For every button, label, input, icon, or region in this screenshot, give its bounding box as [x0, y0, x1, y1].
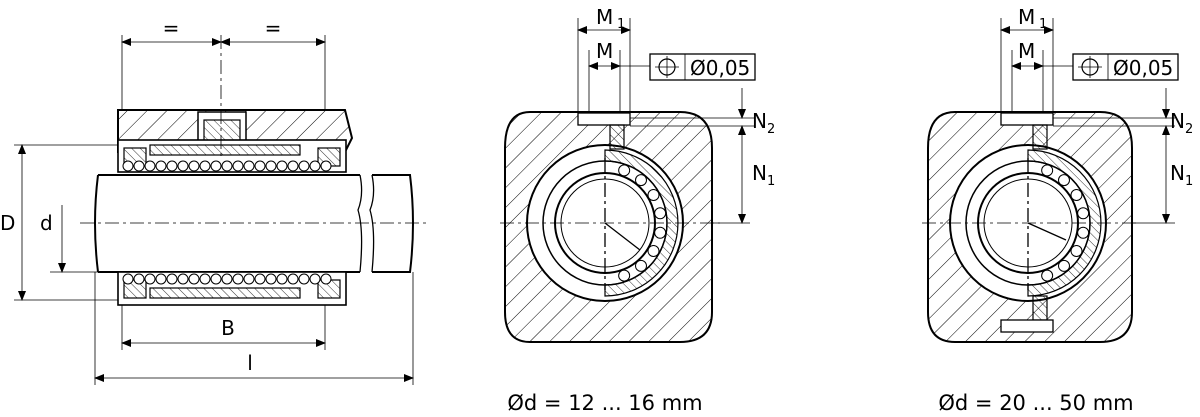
locking-screw-small: [609, 124, 625, 150]
bearing-ball: [133, 160, 145, 172]
bearing-ball: [309, 273, 321, 285]
N1-label-small: N: [752, 161, 767, 185]
bearing-ball: [276, 160, 288, 172]
M1-sub-small: 1: [617, 17, 625, 32]
ball-retainer-upper: [149, 144, 301, 156]
M-label-small: M: [596, 39, 613, 63]
l-label: l: [247, 351, 253, 375]
lube-port-small: [577, 112, 631, 126]
D-label: D: [0, 211, 15, 235]
locking-screw-large-top: [1032, 124, 1048, 150]
bearing-ball: [221, 160, 233, 172]
bearing-ball: [265, 273, 277, 285]
ball-row-upper: [122, 160, 332, 172]
caption-large: Ød = 20 ... 50 mm: [938, 391, 1133, 415]
side-section-view: = = D d B l: [0, 16, 430, 385]
lube-port-large-bottom: [1000, 319, 1054, 333]
bearing-ball: [254, 273, 266, 285]
bearing-ball: [618, 269, 631, 282]
bearing-ball: [1041, 164, 1054, 177]
N2-sub-large: 2: [1185, 122, 1193, 137]
bearing-ball: [654, 226, 667, 239]
bearing-ball: [243, 273, 255, 285]
equal-left-label: =: [163, 16, 180, 40]
bearing-ball: [232, 273, 244, 285]
M-label-large: M: [1018, 39, 1035, 63]
shaft: [94, 174, 360, 273]
lube-port-large: [1000, 112, 1054, 126]
bearing-ball: [133, 273, 145, 285]
N1-sub-large: 1: [1185, 174, 1193, 189]
ball-circuit-large: [1041, 164, 1090, 282]
bearing-ball: [144, 160, 156, 172]
bearing-ball: [122, 160, 134, 172]
B-label: B: [221, 316, 235, 340]
break-line-left: [357, 174, 363, 273]
N1-label-large: N: [1170, 161, 1185, 185]
bearing-ball: [122, 273, 134, 285]
bearing-ball: [1070, 245, 1083, 257]
N2-label-small: N: [752, 109, 767, 133]
bearing-ball: [210, 160, 222, 172]
end-view-large: M 1 M Ø0,05 N 2 N 1 Ød = 20 ... 50 mm: [922, 5, 1193, 415]
bearing-ball: [1077, 207, 1090, 220]
bearing-ball: [177, 160, 189, 172]
bearing-ball: [1057, 259, 1070, 272]
bearing-ball: [254, 160, 266, 172]
bearing-ball: [1041, 269, 1054, 282]
equal-right-label: =: [265, 16, 282, 40]
ball-row-lower: [122, 273, 332, 285]
bearing-ball: [155, 160, 167, 172]
bearing-ball: [1057, 174, 1070, 187]
tolerance-value-large: Ø0,05: [1113, 56, 1173, 80]
bearing-ball: [634, 174, 647, 187]
bearing-ball: [298, 273, 310, 285]
bearing-ball: [265, 160, 277, 172]
bearing-ball: [144, 273, 156, 285]
bearing-ball: [199, 273, 211, 285]
N2-sub-small: 2: [767, 122, 775, 137]
shaft-end: [372, 174, 414, 273]
bearing-ball: [1077, 226, 1090, 239]
end-view-small: M 1 M Ø0,05 N 2 N 1 Ød = 12 ... 16 mm: [500, 5, 775, 415]
bearing-ball: [647, 245, 660, 257]
M1-label-small: M: [596, 5, 613, 29]
bearing-ball: [287, 160, 299, 172]
bearing-ball: [647, 189, 660, 201]
M1-label-large: M: [1018, 5, 1035, 29]
bearing-ball: [320, 273, 332, 285]
d-label: d: [40, 211, 53, 235]
bearing-ball: [634, 259, 647, 272]
bearing-ball: [221, 273, 233, 285]
N2-label-large: N: [1170, 109, 1185, 133]
N1-sub-small: 1: [767, 174, 775, 189]
bearing-ball: [287, 273, 299, 285]
bearing-ball: [166, 160, 178, 172]
caption-small: Ød = 12 ... 16 mm: [507, 391, 702, 415]
bearing-ball: [309, 160, 321, 172]
break-line-right: [369, 174, 375, 273]
bearing-ball: [166, 273, 178, 285]
bearing-ball: [188, 160, 200, 172]
bearing-ball: [177, 273, 189, 285]
ball-circuit-small: [618, 164, 667, 282]
bearing-ball: [188, 273, 200, 285]
M1-sub-large: 1: [1039, 17, 1047, 32]
ball-retainer-lower: [149, 287, 301, 299]
bearing-ball: [276, 273, 288, 285]
bearing-ball: [618, 164, 631, 177]
bearing-ball: [243, 160, 255, 172]
bearing-ball: [155, 273, 167, 285]
bearing-ball: [199, 160, 211, 172]
bearing-ball: [654, 207, 667, 220]
tolerance-value-small: Ø0,05: [690, 56, 750, 80]
locking-screw-large-bottom: [1032, 295, 1048, 321]
bearing-ball: [232, 160, 244, 172]
bearing-ball: [320, 160, 332, 172]
bearing-ball: [1070, 189, 1083, 201]
bearing-ball: [298, 160, 310, 172]
bearing-ball: [210, 273, 222, 285]
